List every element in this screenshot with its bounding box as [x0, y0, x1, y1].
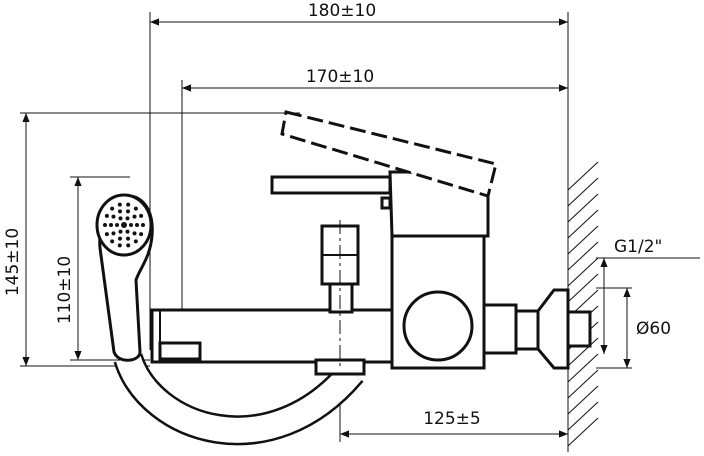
- dim-flange-diameter: Ø60: [636, 319, 671, 339]
- dim-thread: G1/2": [614, 237, 662, 257]
- lever-handle: [270, 110, 498, 238]
- shower-hose: [113, 352, 364, 446]
- dim-spout-to-wall: 125±5: [423, 409, 481, 429]
- spout: [150, 224, 396, 376]
- wall-hatching: [567, 161, 599, 452]
- dimension-lines: [22, 18, 631, 438]
- dim-spout-length: 170±10: [306, 67, 374, 87]
- mixer-body: [390, 234, 592, 370]
- hand-shower: [95, 193, 154, 362]
- dimension-labels: 180±10 170±10 145±10 110±10 125±5 G1/2" …: [3, 1, 671, 429]
- dim-total-height: 145±10: [3, 228, 23, 296]
- dim-total-length: 180±10: [308, 1, 376, 21]
- dim-shower-holder-height: 110±10: [55, 256, 75, 324]
